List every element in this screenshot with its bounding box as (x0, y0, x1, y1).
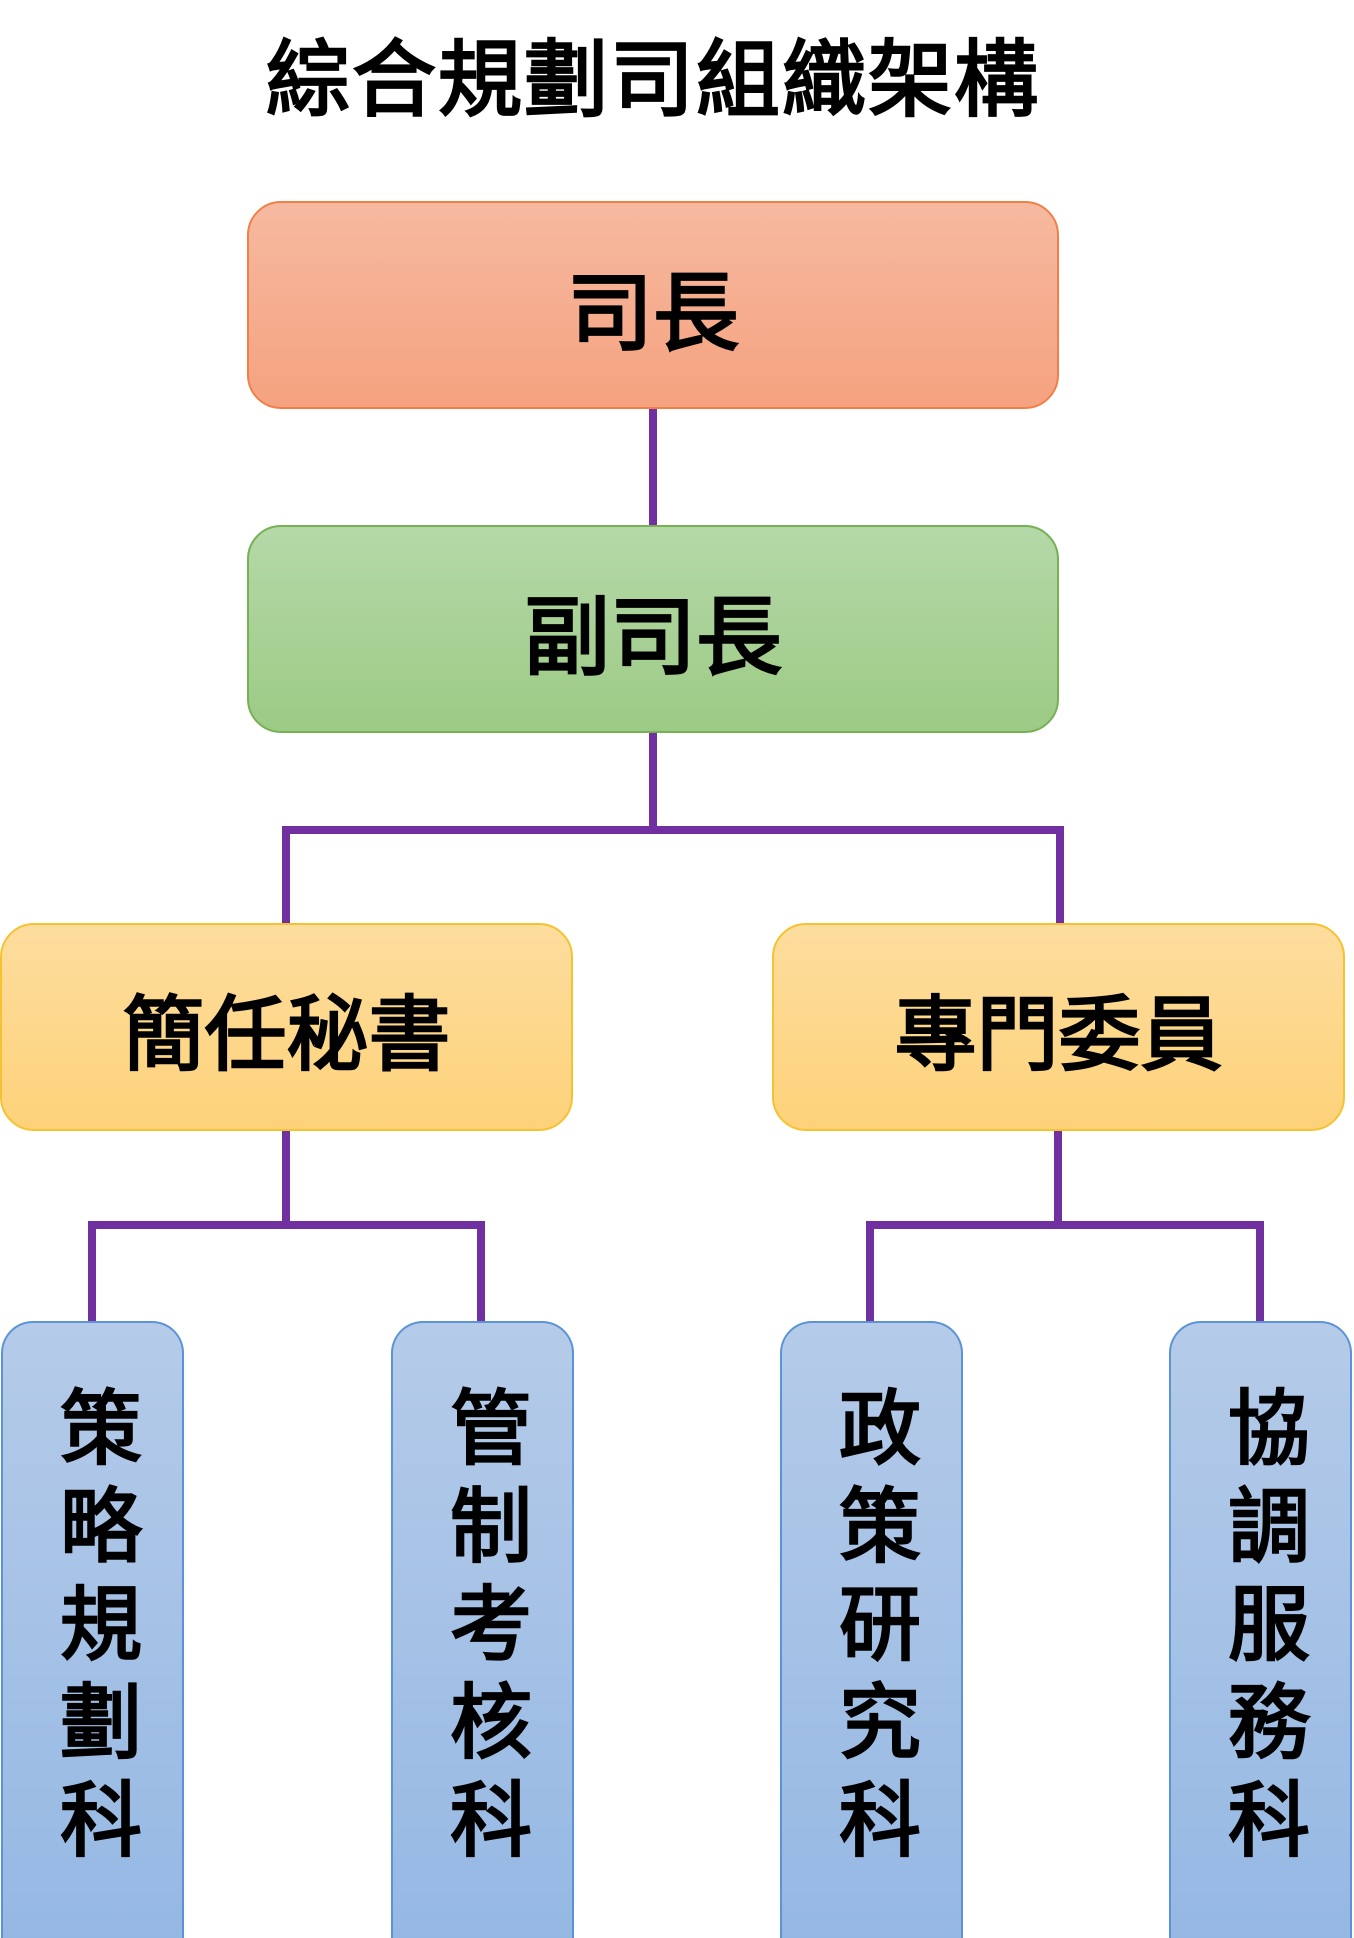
node-director: 司長 (247, 201, 1059, 409)
node-senior-secretary: 簡任秘書 (0, 923, 573, 1131)
section-label: 政策研究科 (824, 1385, 920, 1875)
node-section-strategic-planning: 策略規劃科 (1, 1321, 184, 1938)
connector-deputy-mid (282, 729, 1064, 927)
node-deputy-director-label: 副司長 (524, 587, 782, 688)
node-director-label: 司長 (567, 263, 739, 364)
section-label: 管制考核科 (435, 1385, 531, 1875)
chart-title: 綜合規劃司組織架構 (265, 31, 1040, 129)
node-deputy-director: 副司長 (247, 525, 1059, 733)
node-section-coordination-service: 協調服務科 (1169, 1321, 1352, 1938)
node-section-policy-research: 政策研究科 (780, 1321, 963, 1938)
node-specialist: 專門委員 (772, 923, 1345, 1131)
node-section-control-review: 管制考核科 (391, 1321, 574, 1938)
node-specialist-label: 專門委員 (894, 987, 1223, 1083)
node-senior-secretary-label: 簡任秘書 (122, 987, 451, 1083)
section-label: 策略規劃科 (45, 1385, 141, 1875)
connector-specialist-sections (866, 1127, 1264, 1325)
section-label: 協調服務科 (1213, 1385, 1309, 1875)
connector-secretary-sections (88, 1127, 485, 1325)
